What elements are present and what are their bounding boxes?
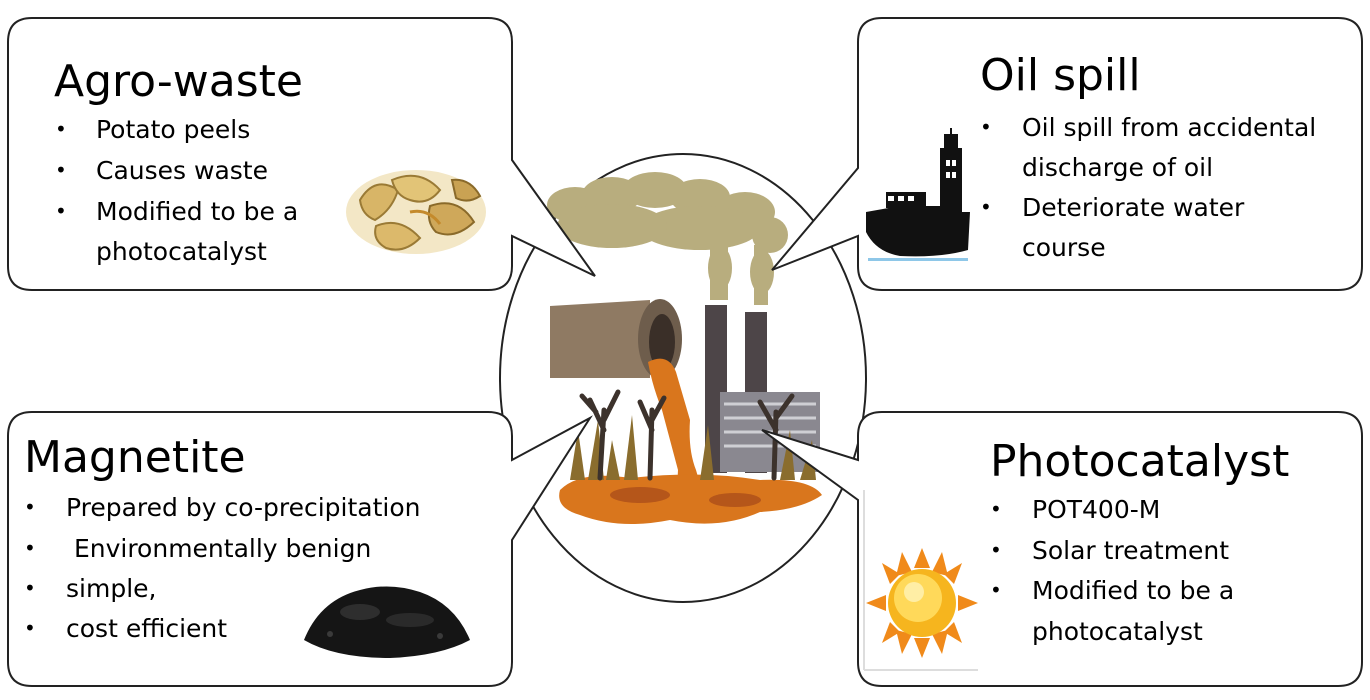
bullet-dot: •	[24, 576, 36, 600]
bullet-dot: •	[55, 158, 67, 182]
oil-spill-bullet: Oil spill from accidental	[1022, 113, 1316, 142]
industrial-pollution-icon	[547, 172, 822, 524]
agro-waste-bullet: Potato peels	[96, 115, 250, 144]
photocatalyst-title: Photocatalyst	[990, 436, 1289, 487]
magnetite-bullet: simple,	[66, 574, 156, 603]
oil-ship-icon	[866, 128, 970, 261]
potato-peels-icon	[346, 170, 486, 254]
oil-spill-bullet: discharge of oil	[1022, 153, 1213, 182]
bullet-dot: •	[990, 497, 1002, 521]
bullet-dot: •	[980, 115, 992, 139]
photocatalyst-bullet: photocatalyst	[1032, 617, 1203, 646]
magnetite-bullet: cost efficient	[66, 614, 227, 643]
bullet-dot: •	[24, 616, 36, 640]
photocatalyst-bullet: POT400-M	[1032, 495, 1160, 524]
oil-spill-title: Oil spill	[980, 50, 1141, 101]
photocatalyst-bullet: Modified to be a	[1032, 576, 1234, 605]
panel-oil-spill: Oil spill • Oil spill from accidental di…	[771, 17, 1363, 291]
bullet-dot: •	[990, 538, 1002, 562]
agro-waste-bullet: Causes waste	[96, 156, 268, 185]
panel-magnetite: Magnetite • Prepared by co-precipitation…	[7, 411, 593, 687]
bullet-dot: •	[980, 195, 992, 219]
agro-waste-bullet: photocatalyst	[96, 237, 267, 266]
agro-waste-bullet: Modified to be a	[96, 197, 298, 226]
bullet-dot: •	[24, 495, 36, 519]
panel-photocatalyst: Photocatalyst • POT400-M • Solar treatme…	[761, 411, 1363, 687]
bullet-dot: •	[55, 199, 67, 223]
panel-agro-waste: Agro-waste • Potato peels • Causes waste…	[7, 17, 596, 291]
magnetite-bullet: Environmentally benign	[66, 534, 371, 563]
sun-icon	[863, 490, 978, 671]
agro-waste-title: Agro-waste	[54, 56, 303, 107]
bullet-dot: •	[24, 536, 36, 560]
oil-spill-bullet: Deteriorate water	[1022, 193, 1245, 222]
oil-spill-bullet: course	[1022, 233, 1106, 262]
magnetite-title: Magnetite	[24, 432, 246, 483]
bullet-dot: •	[55, 117, 67, 141]
bullet-dot: •	[990, 578, 1002, 602]
magnetite-powder-icon	[304, 586, 470, 658]
magnetite-bullet: Prepared by co-precipitation	[66, 493, 421, 522]
photocatalyst-bullet: Solar treatment	[1032, 536, 1229, 565]
